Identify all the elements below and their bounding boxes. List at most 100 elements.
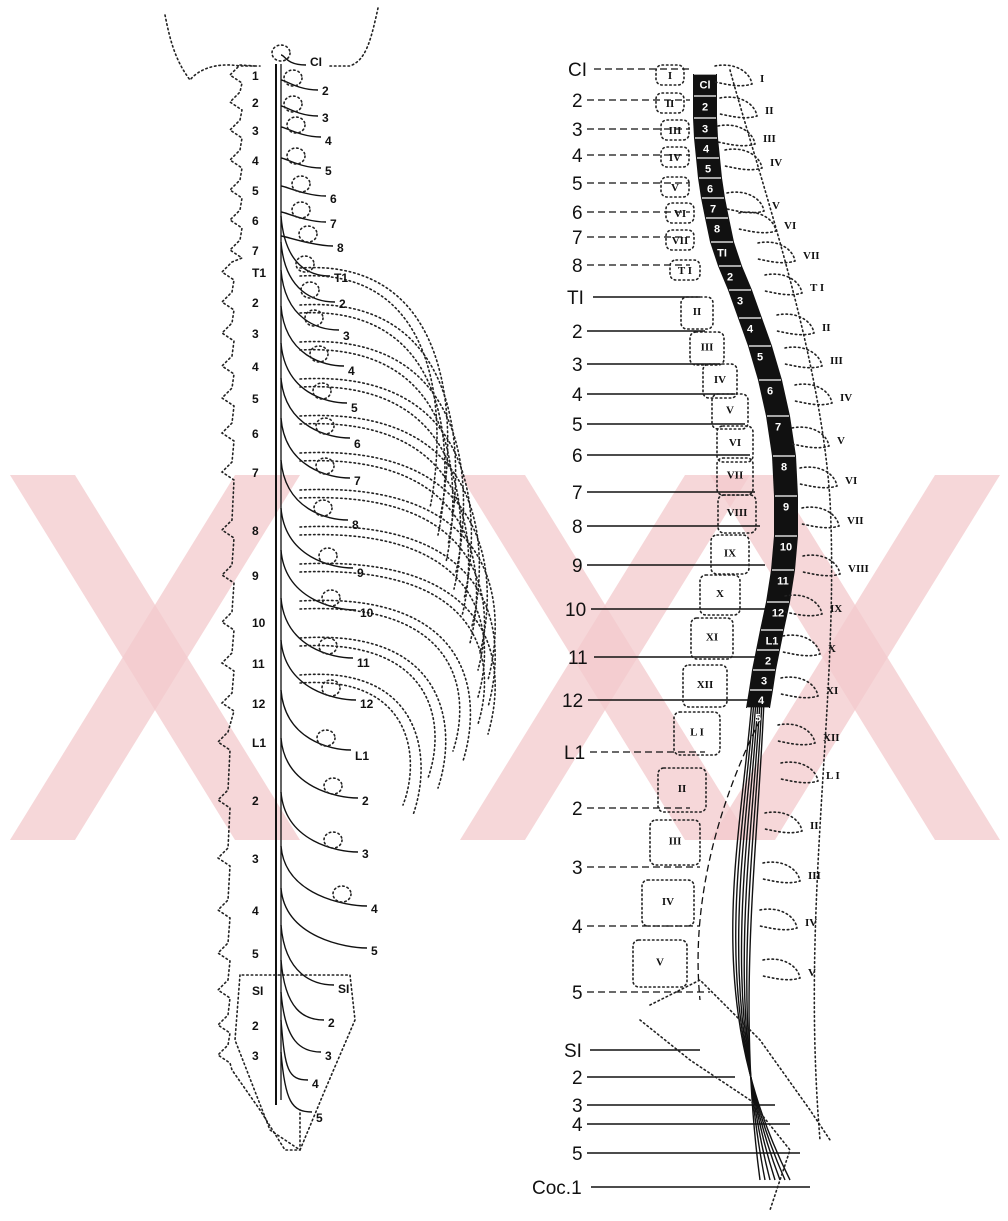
lateral-level-label: 3: [572, 355, 583, 376]
lateral-level-label: 12: [562, 691, 583, 712]
spinous-process-label: XII: [823, 732, 840, 744]
spinous-process-label: V: [808, 967, 816, 979]
lateral-level-label: 10: [565, 600, 586, 621]
cord-segment-label: Cl: [700, 80, 711, 92]
vertebral-body-label: II: [678, 783, 687, 795]
spinous-process-label: VI: [845, 475, 857, 487]
lateral-level-label: 2: [572, 799, 583, 820]
lateral-level-label: 5: [572, 174, 583, 195]
spinous-process-label: XI: [826, 685, 838, 697]
lateral-level-label: 8: [572, 517, 583, 538]
spinous-process-outline: [739, 212, 776, 233]
lateral-level-label: 4: [572, 1115, 583, 1136]
vertebral-body-label: XII: [697, 679, 714, 691]
vertebral-body-labels: IIIIIIIVVVIVIIT IIIIIIIVVVIVIIVIIIIXXXIX…: [656, 70, 747, 969]
spinous-process-label: VIII: [848, 563, 869, 575]
cord-segment-label: 6: [767, 386, 773, 398]
cord-segment-label: 9: [783, 502, 789, 514]
spinous-process-outline: [763, 862, 800, 883]
vertebral-body-label: VI: [674, 208, 686, 220]
lateral-level-label: TI: [567, 288, 584, 309]
spinous-process-label: IV: [840, 392, 852, 404]
cord-segment-label: 3: [737, 296, 743, 308]
spinous-process-label: T I: [810, 282, 824, 294]
spinous-process-outline: [758, 242, 795, 263]
vertebral-body-label: III: [701, 342, 714, 354]
spinous-process-label: II: [822, 322, 831, 334]
cord-segment-label: 5: [705, 164, 711, 176]
lateral-level-label: 4: [572, 917, 583, 938]
spinous-process-outline: [777, 314, 814, 335]
spinous-process-label: V: [772, 200, 780, 212]
lateral-level-label: SI: [564, 1041, 582, 1062]
lateral-level-label: L1: [564, 743, 585, 764]
cord-segment-label: 2: [702, 102, 708, 114]
spinous-process-label: VII: [847, 515, 864, 527]
lateral-level-label: 9: [572, 556, 583, 577]
vertebral-body-label: III: [669, 836, 682, 848]
spinous-process-outline: [727, 192, 764, 213]
lateral-level-label: 3: [572, 120, 583, 141]
cord-segment-label: TI: [717, 248, 727, 260]
cord-segment-label: 8: [781, 462, 787, 474]
cord-segment-label: 10: [780, 542, 792, 554]
vertebral-body-label: IX: [724, 548, 736, 560]
lateral-level-label: 2: [572, 91, 583, 112]
lateral-level-label: 8: [572, 256, 583, 277]
cord-segment-label: 11: [777, 576, 789, 588]
spinous-process-outline: [781, 677, 818, 698]
cord-segment-fill: [718, 266, 752, 290]
lateral-level-label: 4: [572, 385, 583, 406]
lateral-level-label: 5: [572, 983, 583, 1004]
lateral-level-label: 11: [568, 648, 588, 669]
spinous-process-outline: [778, 724, 815, 745]
vertebral-body-label: V: [671, 182, 679, 194]
vertebral-body-label: II: [666, 98, 675, 110]
vertebral-body-label: I: [668, 70, 672, 82]
spinous-process-outline: [765, 812, 802, 833]
spinous-process-label: IV: [805, 917, 817, 929]
lateral-level-label: 6: [572, 446, 583, 467]
spinous-process-label: III: [830, 355, 843, 367]
vertebral-body-label: T I: [678, 265, 692, 277]
cord-segment-label: 7: [710, 204, 716, 216]
spinous-process-outline: [725, 149, 762, 170]
spinous-process-label: L I: [826, 770, 840, 782]
vertebral-body-label: VII: [672, 235, 689, 247]
vertebral-body-label: III: [669, 125, 682, 137]
cord-segment-label: 8: [714, 224, 720, 236]
vertebral-body-label: IV: [669, 152, 681, 164]
cord-segment-label: 5: [757, 352, 763, 364]
spinous-process-outline: [800, 467, 837, 488]
spinous-process-outline: [795, 384, 832, 405]
spinous-process-label: II: [765, 105, 774, 117]
vertebral-body-label: V: [726, 405, 734, 417]
cord-segment-label: 6: [707, 184, 713, 196]
lateral-level-label: 4: [572, 146, 583, 167]
cord-segment-fill: [738, 318, 772, 346]
spinous-process-outline: [765, 274, 802, 295]
spinous-process-label: I: [760, 73, 764, 85]
lateral-level-label: 5: [572, 1144, 583, 1165]
vertebral-body-label: V: [656, 957, 664, 969]
vertebral-body-label: IV: [714, 374, 726, 386]
spinous-process-label: VII: [803, 250, 820, 262]
vertebral-body-label: XI: [706, 632, 718, 644]
spinous-process-label: II: [810, 820, 819, 832]
cord-segment-fill: [748, 346, 782, 380]
sacrum-outline: [640, 980, 830, 1210]
vertebral-body-label: L I: [690, 727, 704, 739]
spinous-process-outline: [803, 555, 840, 576]
lateral-level-label: CI: [568, 60, 587, 81]
cord-segment-label: 3: [761, 676, 767, 688]
vertebral-body-label: VIII: [727, 507, 748, 519]
spinous-process-label: X: [828, 643, 836, 655]
cord-segment-label: 2: [765, 656, 771, 668]
spinous-process-label: III: [763, 133, 776, 145]
lateral-level-label: 2: [572, 322, 583, 343]
lateral-level-label: 3: [572, 1096, 583, 1117]
cord-segment-fill: [728, 290, 762, 318]
spinous-process-label: VI: [784, 220, 796, 232]
